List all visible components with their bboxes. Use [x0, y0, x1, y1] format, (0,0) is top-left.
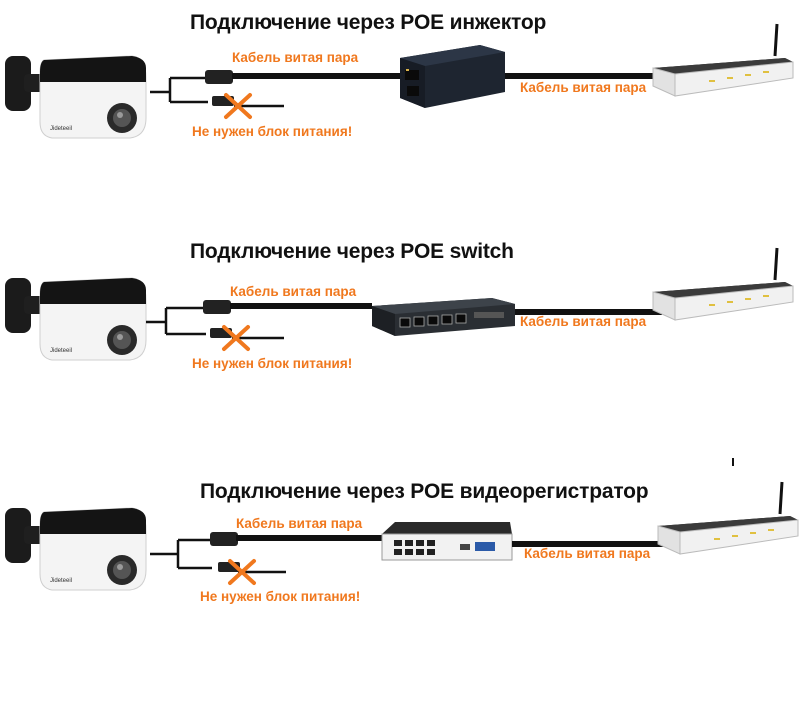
cable-label-2: Кабель витая пара [524, 546, 651, 561]
power-warning: Не нужен блок питания! [200, 589, 361, 604]
scene-poe-switch: Подключение через POE switch Кабель вита… [0, 228, 799, 438]
poe-switch-icon [372, 298, 515, 336]
camera-icon [4, 507, 147, 591]
scene-1-diagram [4, 22, 795, 139]
power-warning: Не нужен блок питания! [192, 124, 353, 139]
scene-poe-nvr: Подключение через POE видеорегистратор К… [0, 458, 799, 668]
scene-3-diagram [4, 458, 799, 591]
cross-icon [224, 93, 252, 119]
scene-poe-injector: Подключение через POE инжектор Кабель ви… [0, 0, 799, 210]
scene-title: Подключение через POE инжектор [190, 11, 547, 34]
router-icon [651, 246, 795, 322]
camera-icon [4, 55, 147, 139]
poe-nvr-icon [381, 522, 513, 561]
rj45-connector [203, 300, 231, 314]
cable-label-1: Кабель витая пара [232, 50, 359, 65]
rj45-connector [210, 532, 238, 546]
scene-2-diagram [4, 246, 795, 361]
camera-icon [4, 277, 147, 361]
router-icon [651, 22, 795, 98]
poe-injector-icon [400, 45, 505, 108]
cable-label-2: Кабель витая пара [520, 80, 647, 95]
cable-split [146, 306, 206, 336]
cable-label-1: Кабель витая пара [230, 284, 357, 299]
scene-title: Подключение через POE switch [190, 240, 514, 263]
cable-label-2: Кабель витая пара [520, 314, 647, 329]
cross-icon [228, 559, 256, 585]
cable-split [150, 76, 208, 104]
router-icon [656, 480, 799, 556]
power-warning: Не нужен блок питания! [192, 356, 353, 371]
cross-icon [222, 325, 250, 351]
cable-split [150, 538, 212, 570]
cable-label-1: Кабель витая пара [236, 516, 363, 531]
rj45-connector [205, 70, 233, 84]
scene-title: Подключение через POE видеорегистратор [200, 480, 649, 503]
